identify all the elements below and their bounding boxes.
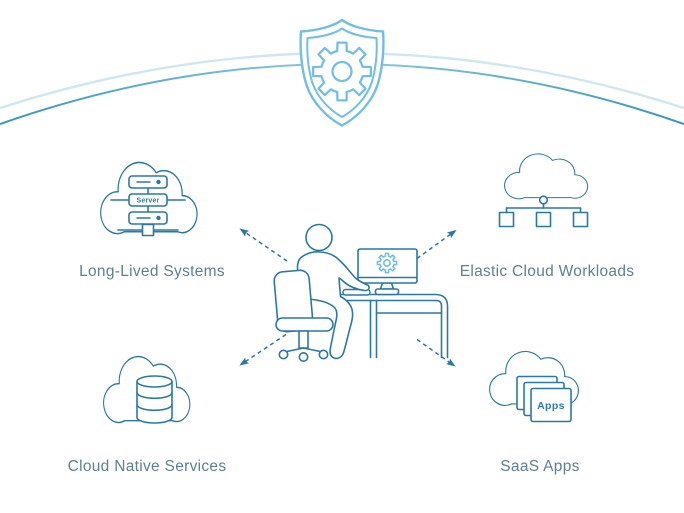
office-chair — [273, 269, 334, 362]
cloud-icon — [504, 153, 589, 200]
person-at-desk-icon — [273, 223, 449, 362]
chair-seat — [275, 317, 334, 332]
person-body — [296, 251, 370, 360]
dashed-arrow-down-left — [239, 333, 287, 366]
node-label-cloud-native: Cloud Native Services — [68, 458, 227, 475]
apps-badge: Apps — [537, 400, 565, 412]
chair-pedestal — [298, 330, 309, 349]
shield-gear-icon — [299, 18, 385, 127]
chair-wheel — [318, 349, 329, 360]
gear-icon — [312, 41, 372, 102]
monitor-base — [374, 288, 400, 296]
chair-wheel — [298, 351, 309, 362]
dashed-arrow-down-right — [416, 338, 456, 367]
shield-inner-outline — [306, 27, 378, 118]
node-elastic-cloud-workloads: Elastic Cloud Workloads — [460, 153, 635, 280]
node-label-elastic: Elastic Cloud Workloads — [460, 263, 635, 280]
person-head — [305, 223, 333, 252]
cloud-apps-icon: Apps — [516, 375, 572, 423]
server-badge: Server — [137, 198, 160, 205]
chair-wheel — [278, 349, 289, 360]
cloud-cluster-icon — [498, 153, 589, 228]
person — [296, 223, 370, 360]
dashed-arrow-up-right — [416, 229, 457, 260]
cloud-database-icon — [136, 375, 173, 424]
node-label-saas: SaaS Apps — [500, 458, 579, 475]
cloud-server-icon: Server — [110, 175, 186, 237]
dashed-arrow-up-left — [239, 228, 288, 262]
desk — [332, 293, 449, 359]
monitor-stand — [379, 282, 395, 290]
node-label-long-lived: Long-Lived Systems — [79, 263, 225, 280]
monitor-icon — [357, 248, 418, 296]
node-cloud-native-services: Cloud Native Services — [68, 355, 227, 475]
radiating-arrows — [239, 228, 457, 367]
screen-gear-icon — [376, 252, 398, 274]
node-long-lived-systems: Server Long-Lived Systems — [79, 161, 225, 280]
node-saas-apps: Apps SaaS Apps — [489, 350, 579, 475]
